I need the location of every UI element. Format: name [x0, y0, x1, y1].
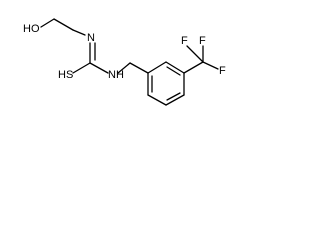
bond-ring-cf3 [183, 61, 204, 74]
bond-c-f3 [202, 61, 219, 70]
bond-c3-n2 [89, 62, 109, 74]
bond-n2-c4 [117, 62, 131, 74]
atom-f-right: F [219, 65, 226, 77]
ring-bond-5 [147, 94, 167, 106]
benzene-ring [147, 61, 185, 106]
ring-bond-1 [147, 61, 167, 74]
bond-c3-s [72, 62, 91, 74]
ring-double-1 [166, 66, 181, 76]
atom-nh: NH [108, 69, 124, 81]
atom-ho: HO [23, 23, 40, 35]
bond-c-f2 [186, 45, 204, 63]
atom-hs: HS [58, 69, 73, 81]
bond-c4-ring [129, 62, 149, 74]
atom-n: N [87, 32, 95, 44]
atom-f-left: F [181, 35, 188, 47]
atom-labels: HO N HS NH F F F [23, 23, 226, 81]
ring-bond-2 [165, 61, 185, 74]
ring-double-2 [166, 92, 181, 101]
ring-bond-4 [165, 94, 185, 106]
bond-o-c1 [40, 18, 55, 28]
bonds [40, 18, 219, 106]
molecule-structure: HO N HS NH F F F [23, 18, 226, 106]
atom-f-top: F [199, 35, 206, 47]
bond-c1-c2 [53, 18, 74, 31]
bond-c2-n1 [72, 29, 86, 36]
